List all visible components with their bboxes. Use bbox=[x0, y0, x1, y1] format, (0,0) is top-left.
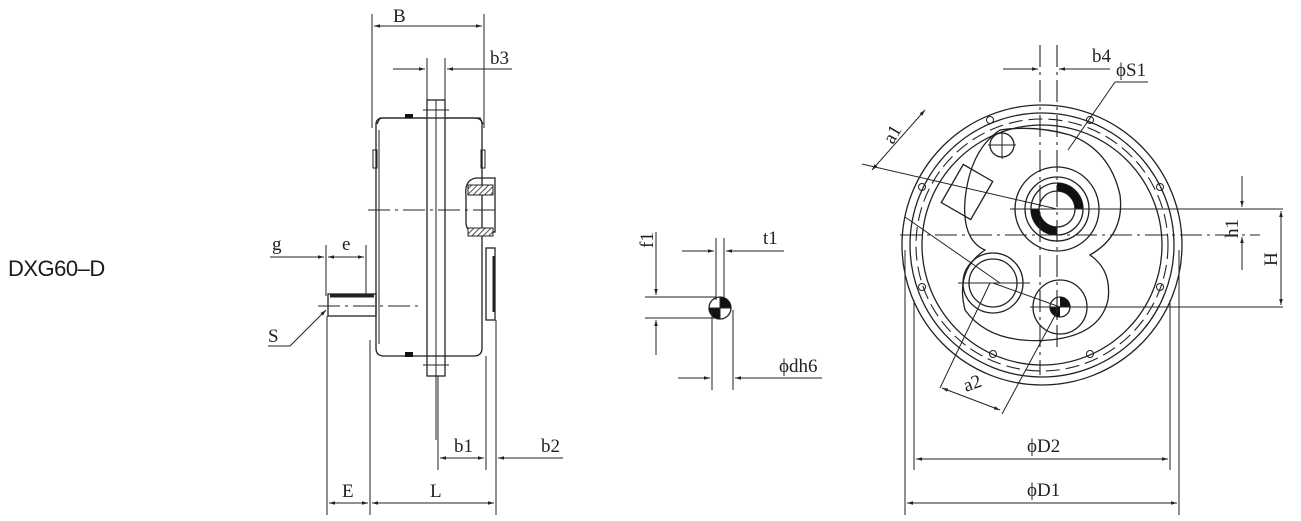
dim-t1: t1 bbox=[763, 228, 778, 249]
dim-L: L bbox=[430, 481, 442, 502]
dim-b1: b1 bbox=[454, 436, 473, 457]
dim-a1: a1 bbox=[879, 121, 906, 147]
dim-a2: a2 bbox=[961, 371, 985, 397]
dim-S: S bbox=[268, 326, 279, 347]
front-view: b4 ϕS1 a1 a2 h1 H ϕD2 ϕD1 bbox=[861, 45, 1283, 515]
dim-f1: f1 bbox=[637, 232, 658, 248]
side-view: B b3 bbox=[268, 6, 563, 515]
dim-b2: b2 bbox=[541, 436, 560, 457]
shaft-detail: t1 f1 ϕdh6 bbox=[637, 228, 822, 390]
dim-g: g bbox=[272, 234, 282, 255]
dim-H: H bbox=[1261, 252, 1282, 266]
dim-e: e bbox=[342, 234, 350, 255]
dim-D2: ϕD2 bbox=[1027, 436, 1060, 457]
model-label: DXG60–D bbox=[8, 256, 105, 281]
dim-h1: h1 bbox=[1222, 219, 1243, 238]
dim-E: E bbox=[342, 481, 354, 502]
dim-D1: ϕD1 bbox=[1027, 480, 1060, 501]
dim-S1: ϕS1 bbox=[1116, 60, 1146, 81]
dim-dh6: ϕdh6 bbox=[779, 356, 818, 377]
dim-b4: b4 bbox=[1092, 46, 1112, 67]
dim-b3: b3 bbox=[490, 48, 509, 69]
dim-B: B bbox=[393, 6, 406, 27]
